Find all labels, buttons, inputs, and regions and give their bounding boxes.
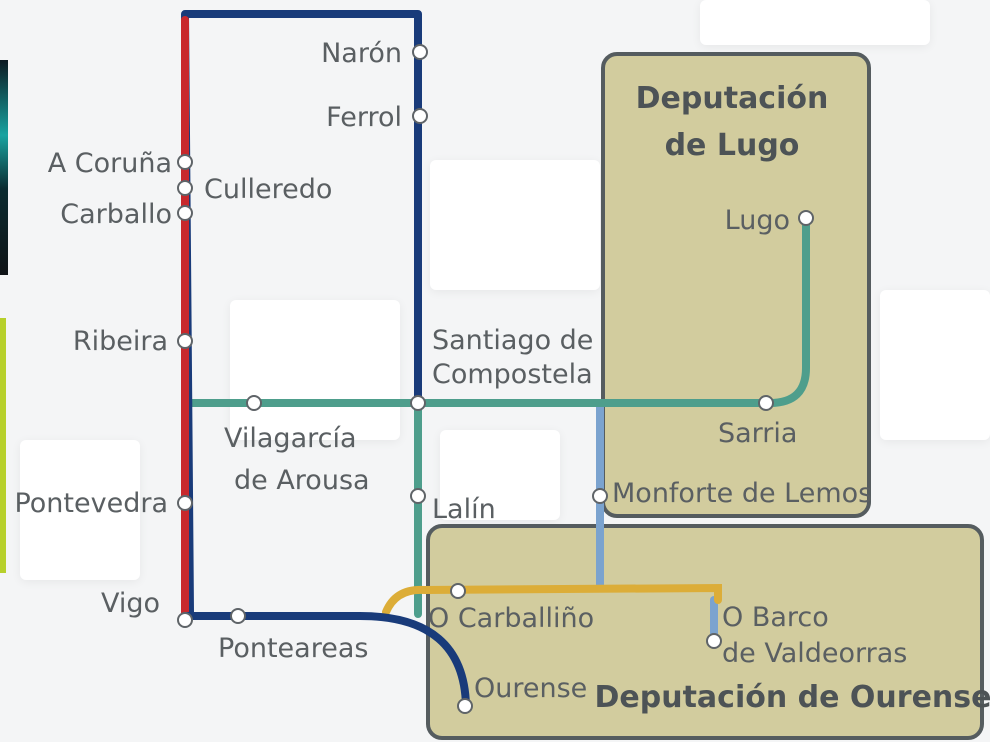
label-carballo: Carballo xyxy=(60,199,172,230)
stop-o-carballino[interactable] xyxy=(450,583,466,599)
label-o-barco-line1: O Barco xyxy=(722,602,829,633)
stop-monforte[interactable] xyxy=(592,488,608,504)
stop-ferrol[interactable] xyxy=(412,108,428,124)
stop-lalin[interactable] xyxy=(410,488,426,504)
cropped-image-strip xyxy=(0,60,8,275)
background-tile xyxy=(230,300,400,440)
background-tile xyxy=(430,160,600,290)
label-vilagarcia-line2: de Arousa xyxy=(234,465,370,496)
label-ferrol: Ferrol xyxy=(326,102,402,133)
label-ribeira: Ribeira xyxy=(73,326,168,357)
label-lugo: Lugo xyxy=(725,205,790,236)
label-culleredo: Culleredo xyxy=(204,174,332,205)
label-ourense: Ourense xyxy=(474,673,587,704)
stop-culleredo[interactable] xyxy=(177,180,193,196)
stop-ribeira[interactable] xyxy=(177,333,193,349)
label-ponteareas: Ponteareas xyxy=(218,633,368,664)
stop-vigo[interactable] xyxy=(177,612,193,628)
region-ourense-title: Deputación de Ourense xyxy=(595,680,990,715)
label-vilagarcia-line1: Vilagarcía xyxy=(224,423,357,454)
stop-ourense[interactable] xyxy=(457,698,473,714)
region-lugo-title-line2: de Lugo xyxy=(665,128,800,163)
label-naron: Narón xyxy=(321,38,402,69)
stop-sarria[interactable] xyxy=(758,395,774,411)
line-yellow xyxy=(382,583,722,616)
stop-a-coruna[interactable] xyxy=(177,154,193,170)
background-tile xyxy=(440,430,560,520)
stop-vilagarcia[interactable] xyxy=(246,395,262,411)
label-vigo: Vigo xyxy=(101,588,160,619)
label-pontevedra: Pontevedra xyxy=(14,488,168,519)
region-ourense xyxy=(426,524,984,740)
background-tile xyxy=(700,0,930,45)
line-dark-blue-south xyxy=(181,612,470,710)
label-monforte: Monforte de Lemos xyxy=(612,478,872,509)
region-lugo-title-line1: Deputación xyxy=(636,81,829,116)
label-santiago-line2: Compostela xyxy=(432,359,593,390)
stop-lugo[interactable] xyxy=(798,210,814,226)
label-sarria: Sarria xyxy=(718,418,797,449)
region-lugo xyxy=(601,52,871,518)
label-lalin: Lalín xyxy=(432,494,496,525)
background-tile xyxy=(880,290,990,440)
stop-pontevedra[interactable] xyxy=(177,495,193,511)
label-a-coruna: A Coruña xyxy=(48,148,172,179)
label-o-carballino: O Carballiño xyxy=(428,603,594,634)
stop-ponteareas[interactable] xyxy=(230,608,246,624)
background-tile xyxy=(20,440,140,580)
stop-santiago[interactable] xyxy=(410,395,426,411)
stop-naron[interactable] xyxy=(412,44,428,60)
cropped-accent-strip xyxy=(0,318,6,573)
label-santiago-line1: Santiago de xyxy=(432,325,593,356)
label-o-barco-line2: de Valdeorras xyxy=(722,638,907,669)
stop-o-barco[interactable] xyxy=(706,633,722,649)
stop-carballo[interactable] xyxy=(177,205,193,221)
